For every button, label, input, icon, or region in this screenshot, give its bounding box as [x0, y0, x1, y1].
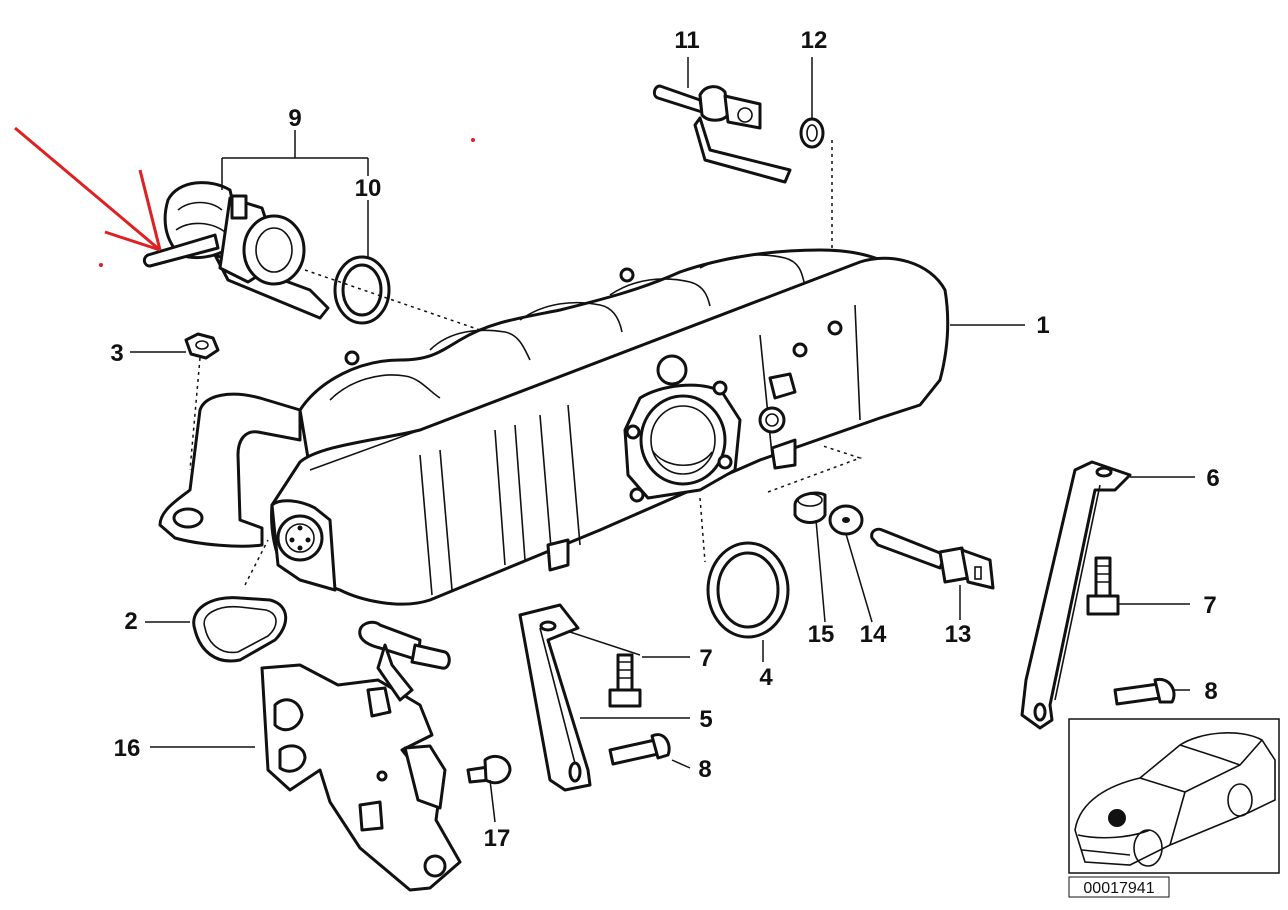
callout-labels: 1 2 3 4 5 6 7 7 8 8 9 10 11 12 13 14 15 …: [110, 27, 1219, 852]
callout-6: 6: [1206, 465, 1219, 492]
bracket-5[interactable]: [518, 603, 592, 792]
callout-13: 13: [945, 621, 972, 648]
car-location-icon: [1074, 732, 1276, 867]
idle-control-valve[interactable]: [142, 181, 330, 320]
hex-nut-3[interactable]: [184, 332, 220, 360]
callout-10: 10: [355, 175, 382, 202]
callout-9: 9: [288, 105, 301, 132]
callout-2: 2: [124, 608, 137, 635]
seal-ring-4[interactable]: [706, 541, 790, 639]
leader-lines: [130, 57, 1195, 823]
callout-3: 3: [110, 340, 123, 367]
bracket-6[interactable]: [1020, 460, 1132, 730]
callout-7-right: 7: [1203, 592, 1216, 619]
callout-8-right: 8: [1204, 678, 1217, 705]
callout-15: 15: [808, 621, 835, 648]
callout-14: 14: [860, 621, 887, 648]
callout-4: 4: [759, 664, 773, 691]
intake-manifold[interactable]: [158, 248, 950, 606]
callout-7-left: 7: [699, 645, 712, 672]
callout-16: 16: [114, 735, 141, 762]
callout-11: 11: [674, 27, 699, 54]
callout-8-left: 8: [698, 756, 711, 783]
mounting-plate-16[interactable]: [260, 620, 462, 892]
gasket-2[interactable]: [192, 596, 288, 663]
washer-14[interactable]: [828, 504, 864, 536]
callout-5: 5: [699, 706, 712, 733]
seal-ring-12[interactable]: [799, 117, 825, 149]
car-location-inset: 00017941: [1068, 718, 1280, 898]
bolt-7-left[interactable]: [608, 653, 642, 708]
red-arrow-icon: [14, 126, 475, 267]
bolt-8-right[interactable]: [1113, 677, 1176, 706]
air-temperature-sensor[interactable]: [652, 84, 792, 184]
clip-17[interactable]: [466, 754, 512, 785]
callout-12: 12: [801, 27, 828, 54]
bolt-7-right[interactable]: [1086, 556, 1120, 616]
grommet-15[interactable]: [793, 491, 827, 524]
callout-17: 17: [484, 825, 511, 852]
reference-number: 00017941: [1083, 880, 1154, 897]
seal-ring-10[interactable]: [333, 255, 391, 325]
sensor-13[interactable]: [870, 527, 995, 590]
callout-1: 1: [1036, 312, 1049, 339]
bolt-8-left[interactable]: [608, 733, 671, 766]
